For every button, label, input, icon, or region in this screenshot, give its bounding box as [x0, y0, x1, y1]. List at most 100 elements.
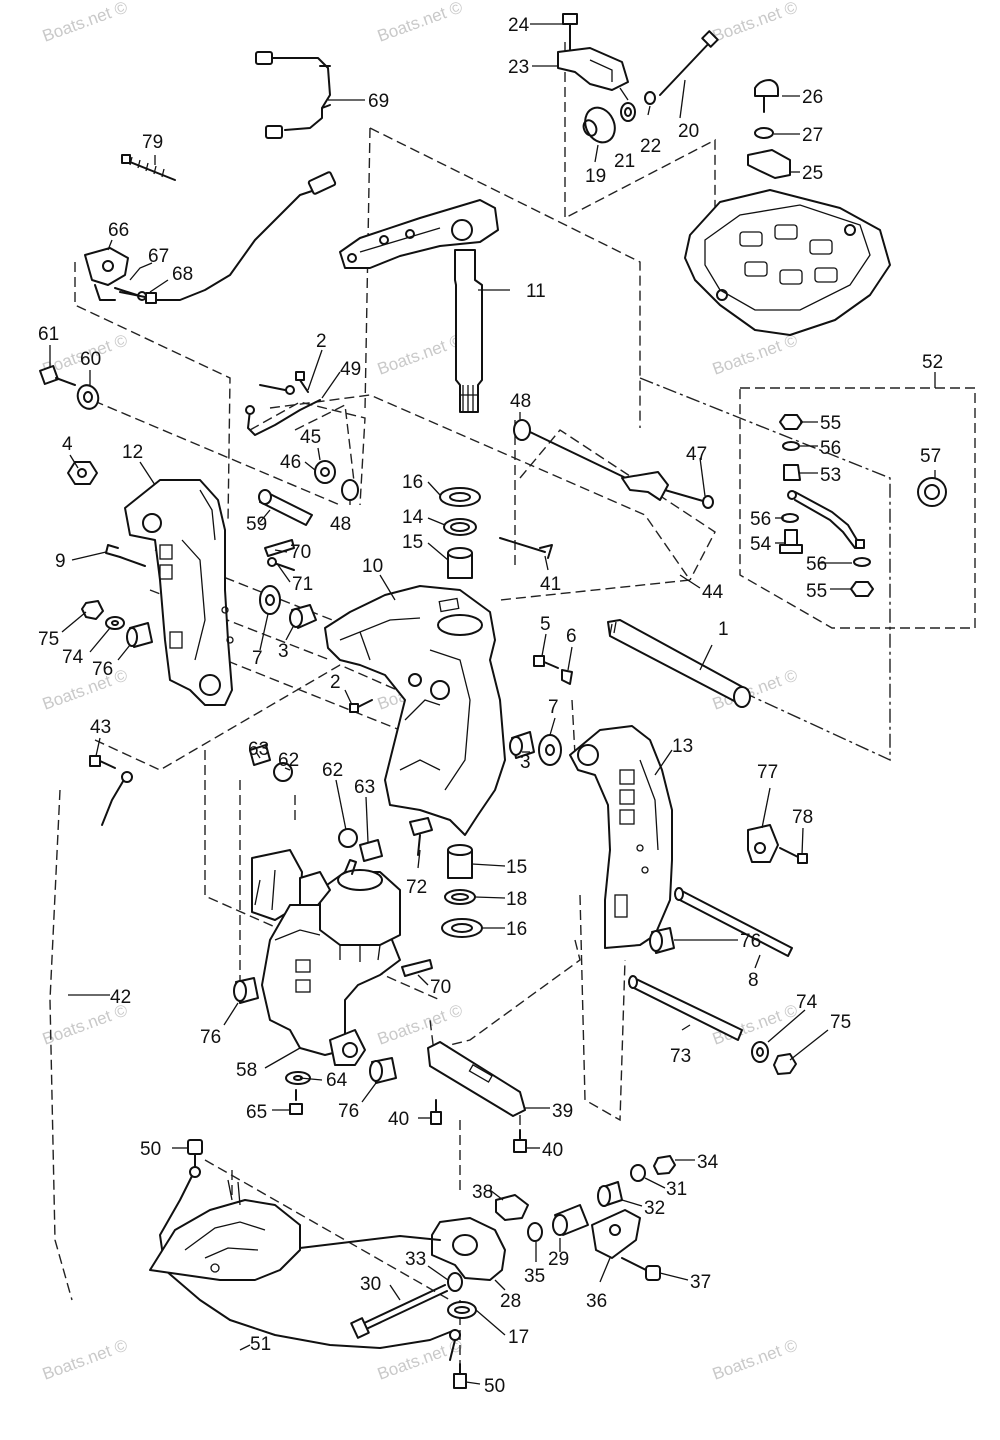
bushing-76-lower-left [233, 977, 259, 1004]
callout-50: 50 [484, 1376, 505, 1397]
bolt-26 [754, 79, 779, 113]
callout-7: 7 [252, 648, 263, 669]
callout-31: 31 [666, 1179, 687, 1200]
callout-73: 73 [670, 1046, 691, 1067]
callout-52: 52 [922, 352, 943, 373]
callout-43: 43 [90, 717, 111, 738]
nut-75-right [773, 1053, 797, 1075]
callout-66: 66 [108, 220, 129, 241]
bushing-15-bottom [447, 844, 473, 879]
callout-42: 42 [110, 987, 131, 1008]
callout-14: 14 [402, 507, 424, 528]
callout-56: 56 [806, 554, 827, 575]
callout-36: 36 [586, 1291, 607, 1312]
callout-63: 63 [354, 777, 375, 798]
callout-5: 5 [540, 614, 551, 635]
callout-11: 11 [526, 281, 546, 302]
swivel-bracket-10 [324, 585, 506, 836]
washer-31 [630, 1164, 646, 1182]
callout-48: 48 [510, 391, 531, 412]
washer-74-left [105, 616, 125, 630]
clip-25 [747, 149, 791, 179]
nut-22 [644, 91, 656, 105]
washer-56-top [782, 441, 800, 451]
callout-61: 61 [38, 324, 59, 345]
callout-59: 59 [246, 514, 267, 535]
grommet-57 [917, 477, 947, 507]
lead-wire-top [149, 171, 337, 301]
trim-tilt-unit [251, 849, 401, 1066]
callout-4: 4 [62, 434, 73, 455]
long-lines [299, 1235, 441, 1249]
bolt-72 [409, 817, 433, 856]
pin-70-top [264, 539, 295, 557]
callout-16: 16 [506, 919, 527, 940]
callout-38: 38 [472, 1182, 493, 1203]
bushing-3-left [289, 604, 317, 629]
bushing-62-right [338, 828, 358, 848]
retainer-9 [105, 544, 146, 567]
callout-27: 27 [802, 125, 823, 146]
pin-70-bottom [401, 959, 433, 977]
callout-62: 62 [322, 760, 343, 781]
screw-2-top [295, 371, 309, 393]
callout-51: 51 [250, 1334, 271, 1355]
bolt-61 [39, 365, 76, 386]
clamp-bracket-12 [124, 479, 234, 706]
callout-3: 3 [278, 641, 289, 662]
callout-54: 54 [750, 534, 772, 555]
rod-8 [674, 887, 793, 957]
callout-49: 49 [340, 359, 361, 380]
callout-24: 24 [508, 15, 530, 36]
leader-lines [49, 23, 936, 1385]
callout-55: 55 [820, 413, 841, 434]
callout-21: 21 [614, 151, 635, 172]
callout-20: 20 [678, 121, 699, 142]
callout-56: 56 [820, 438, 841, 459]
bushing-76-left [126, 622, 153, 648]
callout-57: 57 [920, 446, 941, 467]
bushing-19 [582, 106, 616, 144]
bushing-48-right [513, 419, 531, 441]
callout-30: 30 [360, 1274, 381, 1295]
rod-73 [628, 975, 743, 1041]
nut-4 [67, 461, 98, 485]
callout-34: 34 [697, 1152, 719, 1173]
callout-50: 50 [140, 1139, 161, 1160]
callout-76: 76 [740, 931, 761, 952]
callout-17: 17 [508, 1327, 529, 1348]
rod-47 [529, 431, 714, 509]
callout-74: 74 [796, 992, 818, 1013]
callout-25: 25 [802, 163, 823, 184]
callout-46: 46 [280, 452, 301, 473]
screw-43 [89, 755, 116, 769]
bracket-66 [84, 247, 129, 301]
washer-18 [444, 889, 476, 905]
callout-7: 7 [548, 697, 559, 718]
callout-68: 68 [172, 264, 193, 285]
washer-33 [447, 1272, 463, 1292]
callout-6: 6 [566, 626, 577, 647]
callout-15: 15 [506, 857, 527, 878]
bolt-65 [289, 1089, 303, 1115]
washer-14 [443, 518, 477, 536]
screw-2-center [349, 699, 373, 713]
callout-18: 18 [506, 889, 527, 910]
washer-60 [76, 384, 100, 410]
callout-76: 76 [338, 1101, 359, 1122]
clip-17 [447, 1301, 477, 1319]
pin-59 [258, 489, 313, 526]
watermark: Boats.net © [375, 330, 466, 378]
callout-47: 47 [686, 444, 707, 465]
washer-27 [754, 127, 774, 139]
screw-5 [533, 655, 559, 669]
nut-55-bottom [850, 581, 874, 597]
clamp-bracket-13 [569, 725, 673, 949]
callout-70: 70 [290, 542, 311, 563]
bolt-37 [621, 1257, 661, 1281]
spacer-35 [527, 1222, 543, 1242]
washer-56-mid [781, 513, 799, 523]
callout-48: 48 [330, 514, 351, 535]
callout-53: 53 [820, 465, 841, 486]
pin-71 [267, 557, 295, 571]
